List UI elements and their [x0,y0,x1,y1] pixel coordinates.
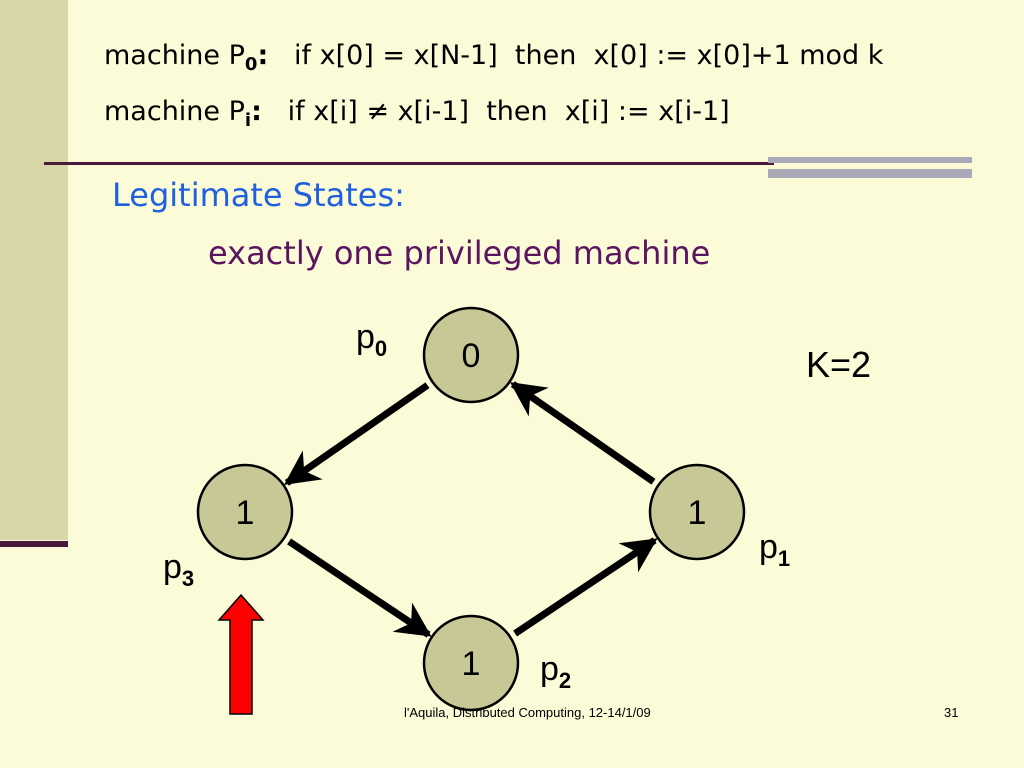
rule-prefix: machine P [104,96,245,127]
rule-colon: : [251,96,262,127]
rule-colon: : [257,40,269,71]
node-label-p1: p1 [759,528,790,571]
node-value-p2: 1 [462,645,481,683]
node-p2 [422,614,520,712]
rule-subscript: 0 [244,54,258,75]
rule-text: if x[0] = x[N-1] then x[0] := x[0]+1 mod… [268,40,884,71]
rule-prefix: machine P [104,40,245,71]
left-accent-band [0,0,68,540]
node-p0 [422,306,520,404]
node-p3 [196,463,294,561]
edge-p1-p0 [510,381,656,485]
node-label-p2: p2 [540,650,571,693]
rule-subscript: i [244,110,252,131]
divider-accent-bar [768,157,972,163]
title-divider [44,162,774,165]
footer-credit: l'Aquila, Distributed Computing, 12-14/1… [404,705,651,720]
node-p1 [648,463,746,561]
section-subheading: exactly one privileged machine [208,234,711,272]
node-value-p3: 1 [236,494,255,532]
edge-p3-p2 [287,538,432,638]
left-accent-rule [0,541,68,547]
page-number: 31 [944,705,959,720]
labels-layer: p0 p1 p2 p3 [163,318,790,693]
node-value-p0: 0 [462,337,481,375]
edge-p0-p3 [284,382,430,486]
node-label-p0: p0 [356,318,387,361]
rule-text: if x[i] ≠ x[i-1] then x[i] := x[i-1] [261,96,730,127]
edge-p2-p1 [513,537,658,637]
node-value-p1: 1 [688,494,707,532]
rule-machine-pi: machine Pi: if x[i] ≠ x[i-1] then x[i] :… [104,96,730,131]
divider-accent-bar [768,169,972,178]
section-heading: Legitimate States: [112,176,405,214]
rule-machine-p0: machine P0: if x[0] = x[N-1] then x[0] :… [104,40,883,75]
node-label-p3: p3 [163,548,194,591]
privilege-arrow-icon [217,593,265,715]
nodes-layer: 0 1 1 1 [196,306,746,712]
edges-layer [284,381,658,638]
parameter-k: K=2 [806,344,871,385]
